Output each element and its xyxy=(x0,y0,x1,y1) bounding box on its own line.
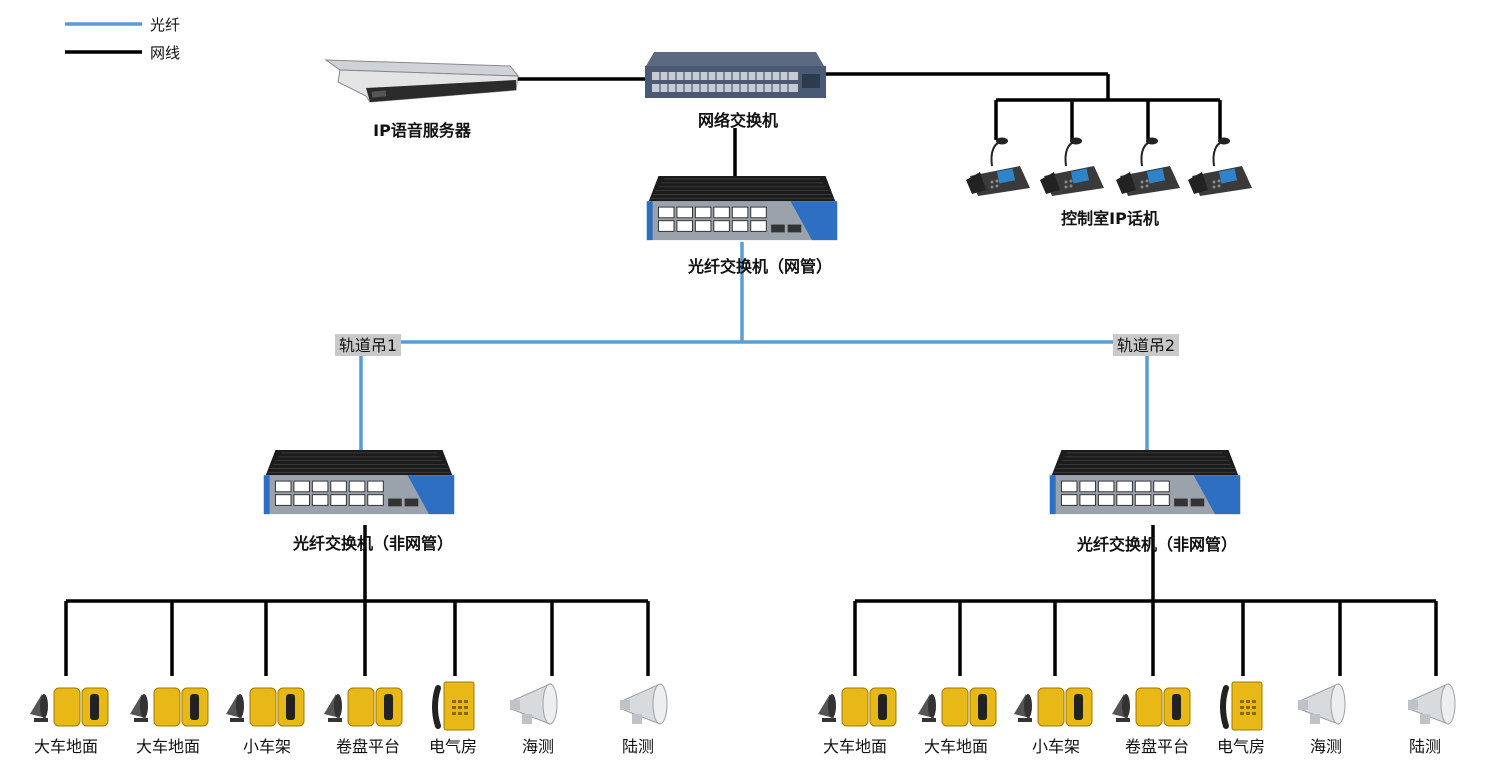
endpoint: 海测 xyxy=(510,683,558,756)
endpoint-label: 电气房 xyxy=(1217,737,1265,756)
managed-fiber-switch-label: 光纤交换机（网管） xyxy=(687,257,832,276)
endpoint: 海测 xyxy=(1298,683,1346,756)
endpoint: 大车地面 xyxy=(129,687,209,756)
crane-1-endpoints: 大车地面 大车地面 小车架 卷盘平台 电气房 海测 陆测 xyxy=(29,682,668,756)
horn-speaker-icon xyxy=(620,683,668,725)
horn-speaker-icon xyxy=(1298,683,1346,725)
phone-with-horn-icon xyxy=(129,687,209,727)
endpoint-label: 陆测 xyxy=(622,737,654,756)
legend: 光纤 网线 xyxy=(65,16,180,62)
endpoint: 陆测 xyxy=(1408,683,1456,756)
phone-with-horn-icon xyxy=(817,687,897,727)
endpoint: 电气房 xyxy=(429,682,477,756)
ip-phone-icon xyxy=(1115,136,1181,196)
phone-with-horn-icon xyxy=(225,687,305,727)
ip-phone-icon xyxy=(1187,136,1253,196)
crane-1-switch: 光纤交换机（非网管） xyxy=(263,450,455,600)
crane-2-cables xyxy=(853,599,1438,676)
crane-2-switch-label: 光纤交换机（非网管） xyxy=(1076,535,1237,554)
phone-with-horn-icon xyxy=(323,687,403,727)
top-links xyxy=(516,72,1222,176)
ip-phone-icon xyxy=(1039,136,1105,196)
endpoint: 陆测 xyxy=(620,683,668,756)
crane-2-tag: 轨道吊2 xyxy=(1113,334,1179,356)
endpoint: 电气房 xyxy=(1217,682,1265,756)
endpoint-label: 陆测 xyxy=(1409,737,1441,756)
endpoint: 小车架 xyxy=(225,687,305,756)
crane-1-switch-label: 光纤交换机（非网管） xyxy=(292,534,453,553)
horn-speaker-icon xyxy=(510,683,558,725)
endpoint: 大车地面 xyxy=(917,687,997,756)
control-room-phones-label: 控制室IP话机 xyxy=(1061,209,1159,228)
endpoint: 卷盘平台 xyxy=(1111,687,1191,756)
horn-speaker-icon xyxy=(1408,683,1456,725)
legend-fiber-label: 光纤 xyxy=(150,16,180,34)
phone-with-horn-icon xyxy=(29,687,109,727)
endpoint: 大车地面 xyxy=(817,687,897,756)
industrial-phone-icon xyxy=(435,682,474,730)
phone-with-horn-icon xyxy=(1013,687,1093,727)
phone-with-horn-icon xyxy=(1111,687,1191,727)
endpoint: 小车架 xyxy=(1013,687,1093,756)
control-room-phones: 控制室IP话机 xyxy=(965,136,1253,228)
crane-2-name: 轨道吊2 xyxy=(1117,336,1175,355)
ip-phone-icon xyxy=(965,136,1031,196)
ip-voice-server-label: IP语音服务器 xyxy=(373,121,472,140)
endpoint-label: 大车地面 xyxy=(34,737,98,756)
endpoint-label: 卷盘平台 xyxy=(336,737,400,756)
endpoint-label: 电气房 xyxy=(429,737,477,756)
network-switch-label: 网络交换机 xyxy=(698,111,778,130)
endpoint-label: 小车架 xyxy=(1032,737,1080,756)
endpoint-label: 大车地面 xyxy=(823,737,887,756)
phone-with-horn-icon xyxy=(917,687,997,727)
endpoint-label: 卷盘平台 xyxy=(1125,737,1189,756)
crane-1-tag: 轨道吊1 xyxy=(335,334,401,356)
endpoint-label: 大车地面 xyxy=(924,737,988,756)
endpoint: 大车地面 xyxy=(29,687,109,756)
endpoint-label: 海测 xyxy=(1310,737,1342,756)
crane-1-name: 轨道吊1 xyxy=(339,336,397,355)
endpoint: 卷盘平台 xyxy=(323,687,403,756)
endpoint-label: 海测 xyxy=(522,737,554,756)
crane-1-cables xyxy=(64,599,650,676)
endpoint-label: 小车架 xyxy=(243,737,291,756)
crane-2-switch: 光纤交换机（非网管） xyxy=(1049,450,1241,600)
ip-voice-server: IP语音服务器 xyxy=(324,59,520,140)
crane-2-endpoints: 大车地面 大车地面 小车架 卷盘平台 电气房 海测 陆测 xyxy=(817,682,1456,756)
network-switch: 网络交换机 xyxy=(645,52,826,130)
endpoint-label: 大车地面 xyxy=(136,737,200,756)
industrial-phone-icon xyxy=(1223,682,1262,730)
managed-fiber-switch: 光纤交换机（网管） xyxy=(646,176,838,276)
fiber-links xyxy=(359,242,1149,452)
legend-cable-label: 网线 xyxy=(150,44,180,62)
